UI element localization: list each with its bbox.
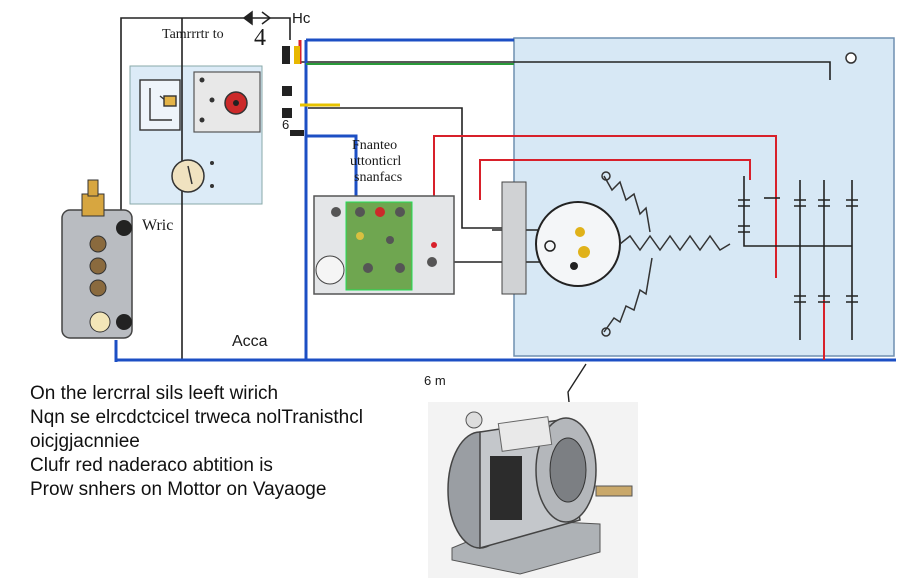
contactor-terminals bbox=[282, 46, 304, 136]
caption-line: On the lercrral sils leeft wirich bbox=[30, 383, 279, 404]
box-title-line-3: snanfacs bbox=[354, 170, 403, 185]
motor-panel bbox=[513, 37, 895, 357]
caption-line: Prow snhers on Mottor on Vayaoge bbox=[30, 479, 327, 500]
box-title-line-2: uttonticrl bbox=[350, 154, 402, 169]
title-number: 4 bbox=[254, 25, 266, 51]
motor-photo bbox=[428, 402, 638, 578]
panel-screw bbox=[845, 52, 857, 64]
wire-node bbox=[431, 242, 437, 248]
small-number-label: 6 bbox=[282, 117, 290, 132]
caption-line: Clufr red naderaco abtition is bbox=[30, 455, 273, 476]
caption-line: oicjgjacnniee bbox=[30, 431, 140, 452]
blue-wiring bbox=[114, 38, 896, 362]
switch-label: Wric bbox=[142, 217, 174, 234]
acca-label: Acca bbox=[232, 333, 268, 350]
measure-label: 6 m bbox=[424, 373, 446, 388]
motor-junction bbox=[501, 181, 621, 295]
red-wire-2 bbox=[479, 159, 751, 200]
starter-box bbox=[313, 195, 455, 295]
motor-windings bbox=[601, 171, 731, 337]
top-terminal-label: Hc bbox=[292, 10, 311, 27]
box-title-line-1: Fnanteo bbox=[352, 138, 398, 153]
caption-line: Nqn se elrcdctcicel trweca nolTranisthcl bbox=[30, 407, 363, 428]
top-terminal bbox=[242, 10, 272, 26]
timer-gauge bbox=[171, 159, 214, 193]
caption-text: On the lercrral sils leeft wirich Nqn se… bbox=[30, 382, 430, 502]
overload-relay bbox=[139, 79, 181, 131]
diagram-title: Tamrrrtr to bbox=[162, 27, 224, 42]
red-wire-1 bbox=[433, 135, 777, 278]
relay-block bbox=[193, 71, 261, 133]
capacitor-ladder bbox=[738, 176, 858, 340]
pressure-switch bbox=[61, 179, 133, 339]
